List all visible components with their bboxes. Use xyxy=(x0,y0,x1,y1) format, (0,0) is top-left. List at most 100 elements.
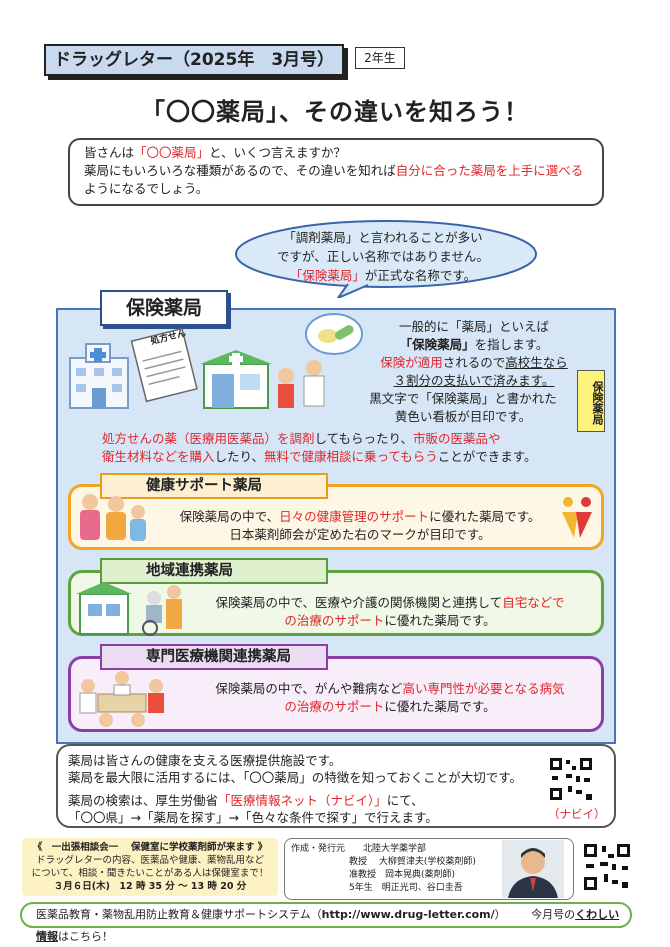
text: 一般的に「薬局」といえば xyxy=(398,319,549,334)
text: 保険薬局の中で、医療や介護の関係機関と連携して xyxy=(215,595,503,610)
text: 黄色い看板が目印です。 xyxy=(394,409,532,424)
senmon-iryo-label: 専門医療機関連携薬局 xyxy=(100,644,328,670)
text: 保険薬局の中で、がんや難病など高い専門性が必要となる病気 xyxy=(190,680,590,698)
bubble-line-1: 「調剤薬局」と言われることが多い xyxy=(283,230,483,245)
pill-icon xyxy=(305,313,363,355)
family-illustration xyxy=(80,494,146,541)
text: 保険薬局の中で、がんや難病など xyxy=(215,681,403,696)
text: 北陸大学薬学部 xyxy=(363,844,427,854)
text: 「〇〇県」→「薬局を探す」→「色々な条件で探す」で行えます。 xyxy=(68,810,438,825)
bubble-text: 「調剤薬局」と言われることが多い ですが、正しい名称ではありません。 「保険薬局… xyxy=(238,228,528,285)
newsletter-title: ドラッグレター（2025年 3月号） xyxy=(44,44,344,76)
prescription-illustration xyxy=(130,327,198,403)
text: したり、 xyxy=(214,449,265,464)
text: について、相談・聞きたいことがある人は保健室まで！ xyxy=(31,868,269,879)
chiiki-renkei-text: 保険薬局の中で、医療や介護の関係機関と連携して自宅などで の治療のサポートに優れ… xyxy=(190,594,590,630)
text: 保険薬局の中で、日々の健康管理のサポートに優れた薬局です。 xyxy=(160,508,560,526)
highlight: 保険が適用 xyxy=(380,355,443,370)
intro-box: 皆さんは「〇〇薬局」と、いくつ言えますか？ 薬局にもいろいろな種類があるので、そ… xyxy=(68,138,604,206)
text: 作成・発行元 北陸大学薬学部 xyxy=(291,843,567,856)
highlight: 高い専門性が必要となる病気 xyxy=(402,681,565,696)
highlight: 衛生材料などを購入 xyxy=(102,449,215,464)
page-title: 「〇〇薬局」、その違いを知ろう！ xyxy=(141,98,529,126)
hoken-sign: 保険薬局 xyxy=(577,370,605,432)
footer-bar: 医薬品教育・薬物乱用防止教育＆健康サポートシステム（http://www.dru… xyxy=(20,902,632,943)
pharmacy-illustration xyxy=(200,350,325,409)
care-illustration xyxy=(76,582,182,636)
text: 日本薬剤師会が定めた右のマークが目印です。 xyxy=(229,527,491,542)
intro-line-1: 皆さんは「〇〇薬局」と、いくつ言えますか？ xyxy=(84,144,588,162)
highlight: の治療のサポート xyxy=(284,699,385,714)
text: ） xyxy=(494,908,506,921)
intro-line-2: 薬局にもいろいろな種類があるので、その違いを知れば自分に合った薬局を上手に選べる xyxy=(84,162,588,180)
text: の治療のサポートに優れた薬局です。 xyxy=(190,698,590,716)
text: 薬局は皆さんの健康を支える医療提供施設です。 xyxy=(68,753,342,768)
highlight: 日々の健康管理のサポート xyxy=(279,509,430,524)
text: されるので xyxy=(442,355,506,370)
text: に優れた薬局です。 xyxy=(384,613,496,628)
intro-line-3: ようになるでしょう。 xyxy=(84,181,209,196)
text: に優れた薬局です。 xyxy=(429,509,541,524)
text: 高校生なら xyxy=(505,355,568,370)
text: 皆さんは xyxy=(84,145,135,160)
text: 5年生 明正光司、谷口圭吾 xyxy=(349,883,463,893)
navii-qr-code[interactable] xyxy=(548,756,594,802)
speech-bubble xyxy=(235,220,537,298)
sign-description: 黒文字で「保険薬局」と書かれた 黄色い看板が目印です。 xyxy=(358,390,568,426)
text: と、いくつ言えますか？ xyxy=(209,145,347,160)
text: にて、 xyxy=(386,793,424,808)
text: 薬局を最大限に活用するには、「〇〇薬局」の特徴を知っておくことが大切です。 xyxy=(68,770,523,785)
highlight: 自分に合った薬局を上手に選べる xyxy=(395,163,584,178)
text: が正式な名称です。 xyxy=(364,268,477,283)
text: 作成・発行元 xyxy=(291,844,346,854)
consultation-box: 《 一出張相談会一 保健室に学校薬剤師が来ます 》 ドラッグレターの内容、医薬品… xyxy=(22,838,278,896)
bubble-line-2: ですが、正しい名称ではありません。 xyxy=(277,249,489,264)
text: に優れた薬局です。 xyxy=(384,699,496,714)
kenko-support-label: 健康サポート薬局 xyxy=(100,473,328,499)
text: ３割分の支払いで済みます。 xyxy=(393,373,555,388)
hoken-description: 一般的に「薬局」といえば 「保険薬局」を指します。 保険が適用されるので高校生な… xyxy=(358,318,590,390)
highlight: 「保険薬局」 xyxy=(399,337,475,352)
health-support-mark-icon xyxy=(562,497,592,538)
text: 「保険薬局」を指します。 xyxy=(358,336,590,354)
text: 保険薬局の中で、医療や介護の関係機関と連携して自宅などで xyxy=(190,594,590,612)
text: 薬局の検索は、厚生労働省 xyxy=(68,793,219,808)
text: ドラッグレターの内容、医薬品や健康、薬物乱用など xyxy=(35,855,264,866)
publisher-box: 作成・発行元 北陸大学薬学部 教授 大柳賀津夫(学校薬剤師) 准教授 岡本晃典(… xyxy=(284,838,574,900)
text: 保険薬局の中で、 xyxy=(179,509,280,524)
text: 医薬品教育・薬物乱用防止教育＆健康サポートシステム（ xyxy=(36,908,322,921)
chiiki-renkei-label: 地域連携薬局 xyxy=(100,558,328,584)
highlight: 処方せんの薬（医療用医薬品）を調剤 xyxy=(102,431,315,446)
professor-photo xyxy=(502,840,564,898)
text: 薬局にもいろいろな種類があるので、その違いを知れば xyxy=(84,163,396,178)
consult-title: 《 一出張相談会一 保健室に学校薬剤師が来ます 》 xyxy=(32,842,268,853)
text: ことができます。 xyxy=(437,449,537,464)
text: 今月号の xyxy=(531,908,576,921)
text: 准教授 岡本晃典(薬剤師) xyxy=(349,870,456,880)
text: 黒文字で「保険薬局」と書かれた xyxy=(369,391,557,406)
site-link[interactable]: http://www.drug-letter.com/ xyxy=(321,908,495,921)
text: を指します。 xyxy=(474,337,549,352)
grade-badge: 2年生 xyxy=(355,47,405,69)
hoken-pharmacy-label: 保険薬局 xyxy=(100,290,228,326)
consult-date: ３月６日(木) 12 時 35 分 ～ 13 時 20 分 xyxy=(53,881,247,892)
hoken-services: 処方せんの薬（医療用医薬品）を調剤してもらったり、市販の医薬品や 衛生材料などを… xyxy=(72,430,602,466)
highlight: 自宅などで xyxy=(502,595,565,610)
highlight: 「〇〇薬局」 xyxy=(134,145,210,160)
highlight: 「保険薬局」 xyxy=(289,268,365,283)
text: の治療のサポートに優れた薬局です。 xyxy=(190,612,590,630)
kenko-support-text: 保険薬局の中で、日々の健康管理のサポートに優れた薬局です。 日本薬剤師会が定めた… xyxy=(160,508,560,544)
summary-box: 薬局は皆さんの健康を支える医療提供施設です。 薬局を最大限に活用するには、「〇〇… xyxy=(56,744,616,828)
bubble-line-3: 「保険薬局」が正式な名称です。 xyxy=(238,266,528,285)
text: はこちら！ xyxy=(58,930,113,943)
meeting-illustration xyxy=(79,671,164,727)
highlight: 市販の医薬品や xyxy=(413,431,501,446)
text: 保険が適用されるので高校生なら xyxy=(358,354,590,372)
text: 薬局の検索は、厚生労働省「医療情報ネット（ナビイ）」にて、 xyxy=(68,792,604,809)
text: してもらったり、 xyxy=(314,431,414,446)
details-link[interactable]: くわしい情報 xyxy=(36,908,620,943)
highlight: の治療のサポート xyxy=(284,613,385,628)
drug-letter-qr-code[interactable] xyxy=(582,842,632,892)
qr-label: （ナビイ） xyxy=(548,807,606,821)
hospital-illustration xyxy=(69,343,129,409)
